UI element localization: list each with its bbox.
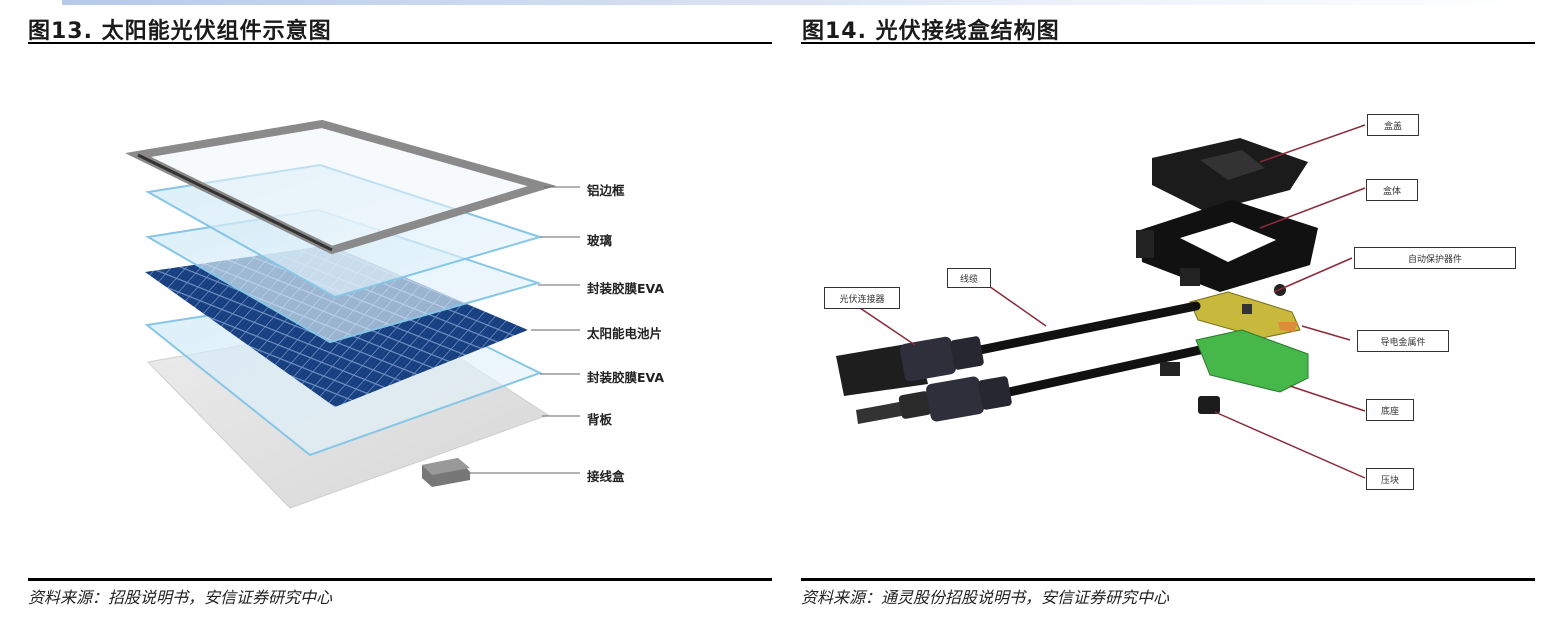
title-divider xyxy=(28,42,772,44)
figure-13: 图13. 太阳能光伏组件示意图 xyxy=(28,19,772,607)
part-label-clamp: 压块 xyxy=(1366,468,1414,490)
layer-label-eva-top: 封装胶膜EVA xyxy=(587,281,665,296)
layer-label-frame: 铝边框 xyxy=(587,183,625,198)
layer-label-glass: 玻璃 xyxy=(587,233,613,248)
figure-14-source: 资料来源：通灵股份招股说明书，安信证券研究中心 xyxy=(801,588,1170,607)
junction-box-exploded-illustration xyxy=(836,124,1366,479)
layer-label-solar-cells: 太阳能电池片 xyxy=(587,326,663,341)
layer-label-junction-box: 接线盒 xyxy=(587,469,625,484)
title-divider xyxy=(801,42,1535,44)
figure-14-title: 图14. 光伏接线盒结构图 xyxy=(802,19,1060,44)
figure-14: 图14. 光伏接线盒结构图 xyxy=(780,0,1547,621)
part-label-pv-connector: 光伏连接器 xyxy=(824,287,900,309)
header-banner xyxy=(62,0,1547,5)
part-label-conductive-metal: 导电金属件 xyxy=(1357,330,1449,352)
figure-13-title: 图13. 太阳能光伏组件示意图 xyxy=(28,19,332,44)
part-label-cable: 线缆 xyxy=(947,268,991,288)
part-label-base: 底座 xyxy=(1366,399,1414,421)
part-label-auto-protection-device: 自动保护器件 xyxy=(1354,247,1516,269)
solar-module-exploded-illustration xyxy=(125,119,580,509)
part-label-housing: 盒体 xyxy=(1366,179,1418,201)
source-divider xyxy=(801,578,1535,581)
figure-13-source: 资料来源：招股说明书，安信证券研究中心 xyxy=(28,588,333,607)
layer-label-eva-bottom: 封装胶膜EVA xyxy=(587,370,665,385)
part-label-lid: 盒盖 xyxy=(1367,114,1419,136)
source-divider xyxy=(28,578,772,581)
layer-label-backsheet: 背板 xyxy=(587,412,613,427)
